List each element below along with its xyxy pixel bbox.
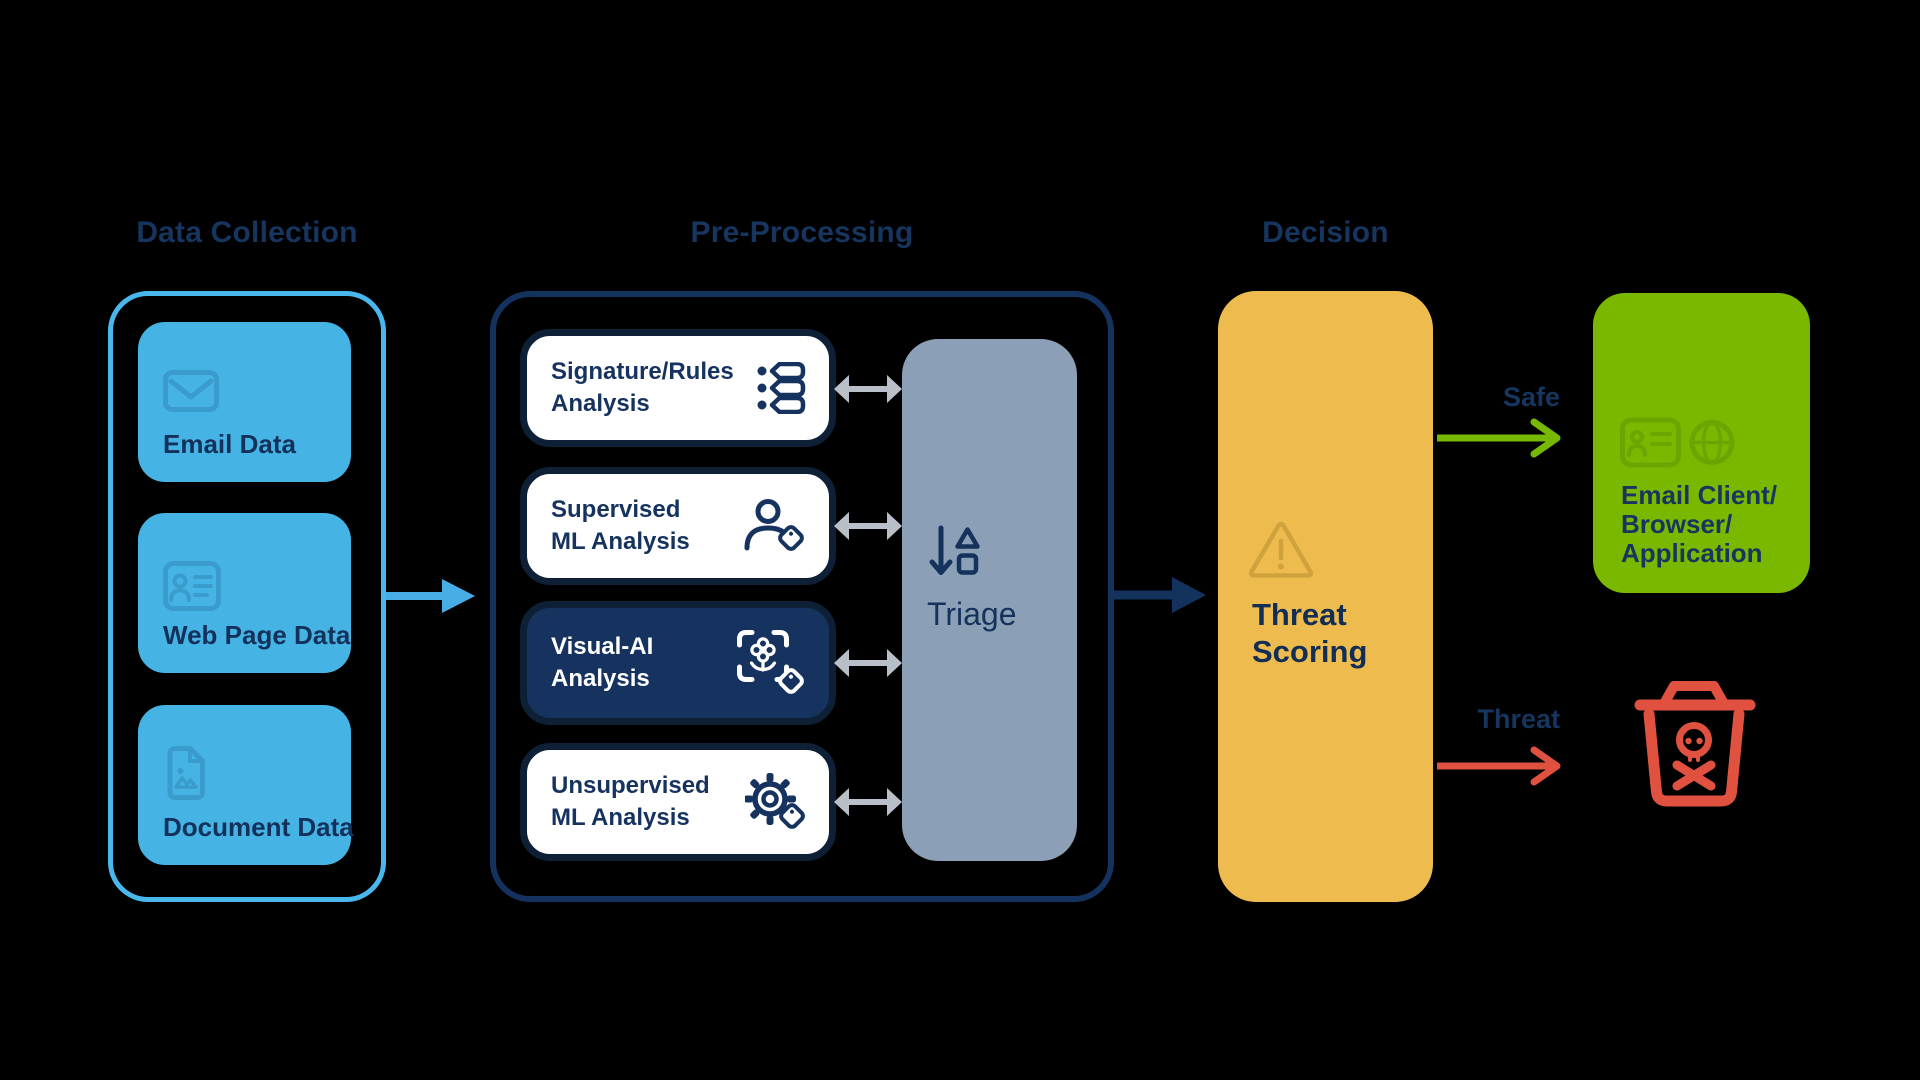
safe-arrow (1437, 418, 1561, 458)
double-arrow-unsupervised-triage (834, 788, 902, 816)
email-data-box: Email Data (138, 322, 351, 482)
gear-tag-icon (745, 773, 807, 831)
supervised-ml-analysis-box: Supervised ML Analysis (520, 467, 836, 585)
app-icons (1620, 416, 1736, 470)
web-page-data-label: Web Page Data (163, 620, 351, 650)
web-page-data-box: Web Page Data (138, 513, 351, 673)
safe-destination-box: Email Client/ Browser/ Application (1593, 293, 1810, 593)
email-icon (163, 370, 219, 412)
section-heading-pre-processing: Pre-Processing (690, 216, 914, 249)
double-arrow-visual-ai-triage (834, 649, 902, 677)
person-tag-icon (743, 498, 807, 554)
web-page-icon (163, 561, 221, 611)
safe-label: Safe (1502, 382, 1560, 412)
document-data-label: Document Data (163, 812, 354, 842)
threat-scoring-box: Threat Scoring (1218, 291, 1433, 902)
triage-box: Triage (902, 339, 1077, 861)
section-heading-decision: Decision (1262, 216, 1389, 249)
visual-ai-analysis-label: Visual-AI Analysis (551, 633, 654, 692)
supervised-ml-analysis-label: Supervised ML Analysis (551, 496, 690, 555)
triage-label: Triage (927, 596, 1017, 632)
rules-list-icon (757, 362, 807, 414)
visual-ai-scan-tag-icon (737, 630, 807, 696)
double-arrow-signature-triage (834, 375, 902, 403)
threat-scoring-label: Threat Scoring (1252, 597, 1368, 669)
document-data-box: Document Data (138, 705, 354, 865)
signature-rules-analysis-box: Signature/Rules Analysis (520, 329, 836, 447)
arrow-preprocessing-to-decision (1112, 577, 1206, 613)
unsupervised-ml-analysis-label: Unsupervised ML Analysis (551, 772, 710, 831)
email-data-label: Email Data (163, 429, 296, 459)
document-image-icon (163, 745, 209, 801)
threat-arrow (1437, 746, 1561, 786)
arrow-data-to-preprocessing (386, 579, 475, 613)
signature-rules-analysis-label: Signature/Rules Analysis (551, 358, 734, 417)
data-collection-group (108, 291, 386, 902)
safe-destination-label: Email Client/ Browser/ Application (1621, 480, 1778, 568)
triage-sort-icon (927, 525, 981, 583)
unsupervised-ml-analysis-box: Unsupervised ML Analysis (520, 743, 836, 861)
trash-skull-icon (1633, 678, 1757, 818)
threat-label: Threat (1477, 704, 1560, 734)
section-heading-data-collection: Data Collection (136, 216, 358, 249)
pre-processing-group (490, 291, 1114, 902)
warning-triangle-icon (1248, 520, 1314, 578)
visual-ai-analysis-box: Visual-AI Analysis (520, 601, 836, 725)
double-arrow-supervised-triage (834, 512, 902, 540)
